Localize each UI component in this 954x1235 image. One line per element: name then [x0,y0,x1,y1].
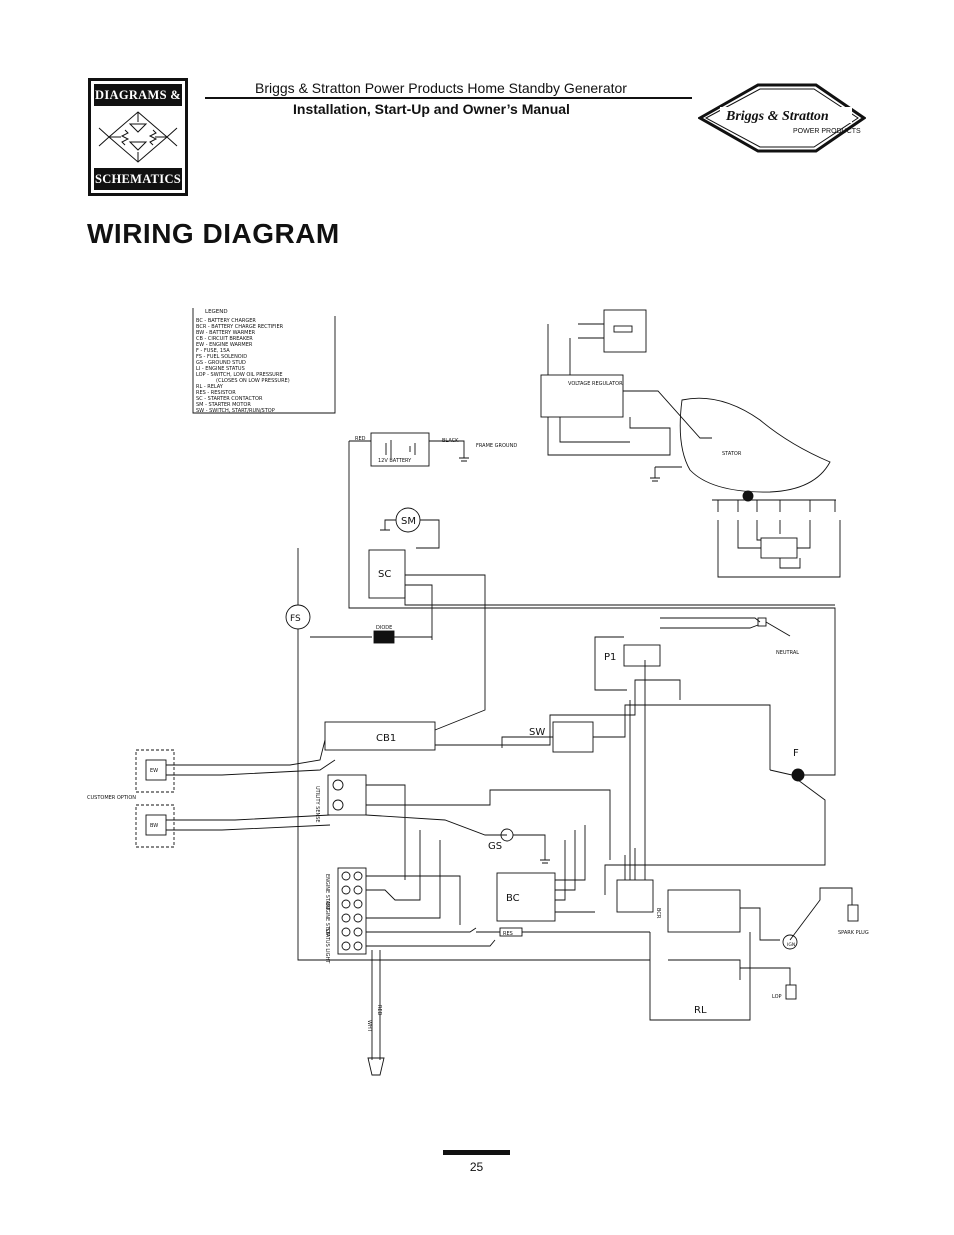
brand-sub: POWER PRODUCTS [793,128,861,135]
fuse-label: F [793,748,799,759]
legend-item: EW - ENGINE WARMER [196,342,253,348]
stator-shape [679,397,831,493]
legend-item: F - FUSE, 15A [196,348,230,354]
legend-item: BC - BATTERY CHARGER [196,318,256,324]
header-subtitle: Briggs & Stratton Power Products Home St… [255,80,627,96]
badge-top-label: DIAGRAMS & [94,84,182,106]
status-light-label: STATUS LIGHT [324,928,330,964]
page-title: WIRING DIAGRAM [87,218,340,249]
voltage-regulator-box [540,374,624,418]
header-rule [205,97,692,99]
resistor-label: RES [503,931,513,937]
circuit-breaker-box [324,721,436,751]
ground-stud-label: GS [488,841,502,852]
ignition-label: IGN [787,942,795,948]
battery-label: 12V BATTERY [378,458,412,464]
legend-item: SW - SWITCH, START/RUN/STOP [196,408,275,414]
legend-item: BCR - BATTERY CHARGE RECTIFIER [196,324,284,330]
neutral-label: NEUTRAL [776,650,799,656]
legend-title: LEGEND [205,309,228,315]
ew-label: EW [150,768,158,774]
bcr-label: BCR [655,908,661,919]
legend-item: LOP - SWITCH, LOW OIL PRESSURE [196,372,282,378]
battery-red-label: RED [355,436,366,442]
badge-bottom-label: SCHEMATICS [94,168,182,190]
schematic-symbol-icon [98,111,178,163]
legend-item: BW - BATTERY WARMER [196,330,256,336]
legend-item: GS - GROUND STUD [196,360,246,366]
voltage-regulator-label: VOLTAGE REGULATOR [568,381,623,387]
legend-item: SC - STARTER CONTACTOR [196,396,263,402]
manual-title: Installation, Start-Up and Owner’s Manua… [293,101,570,117]
page-number-rule [443,1150,510,1155]
frame-ground-label: FRAME GROUND [476,443,517,449]
battery-box [370,432,430,467]
starter-contactor-box [368,549,406,599]
circuit-breaker-label: CB1 [376,733,396,744]
fuel-solenoid-label: FS [290,614,301,624]
page-number: 25 [469,1160,484,1174]
diagrams-schematics-badge: DIAGRAMS & SCHEMATICS [88,78,188,196]
battery-charger-label: BC [506,893,520,904]
legend-items: BC - BATTERY CHARGER BCR - BATTERY CHARG… [196,318,290,414]
legend-item: CB - CIRCUIT BREAKER [196,336,253,342]
switch-label: SW [529,727,545,738]
spark-plug-label: SPARK PLUG [838,930,869,936]
legend-item: SM - STARTER MOTOR [196,402,251,408]
starter-motor-label: SM [401,516,416,527]
brand-name: Briggs & Stratton [725,109,829,124]
legend-item: FS - FUEL SOLENOID [196,354,247,360]
switch-box [552,721,594,753]
legend-item: RL - RELAY [196,384,224,390]
legend-box [192,308,336,414]
wire-wht-label: WHT [366,1020,372,1033]
customer-option-label: CUSTOMER OPTION [87,795,136,801]
battery-charger-box [496,872,556,922]
legend-item: RES - RESISTOR [196,390,236,396]
engine-start-label: ENGINE START [324,874,330,911]
diode-label: DIODE [376,625,392,631]
wiring-diagram: LEGEND BC - BATTERY CHARGER BCR - BATTER… [87,308,869,1076]
starter-contactor-label: SC [378,569,391,580]
lop-label: LOP [772,994,782,1000]
legend-item: (CLOSES ON LOW PRESSURE) [216,378,290,384]
engine-stop-label: ENGINE STOP [324,902,330,936]
briggs-stratton-logo: Briggs & Stratton POWER PRODUCTS [698,83,866,153]
stator-label: STATOR [722,451,742,457]
relay-label: RL [694,1005,707,1016]
p1-connector-box [623,644,661,667]
legend-item: LI - ENGINE STATUS [196,366,245,372]
utility-sense-label: UTILITY SENSE [314,786,320,823]
battery-black-label: BLACK [442,438,459,444]
bw-label: BW [150,823,158,829]
wire-red-label: RED [376,1005,382,1016]
p1-label: P1 [604,652,616,663]
